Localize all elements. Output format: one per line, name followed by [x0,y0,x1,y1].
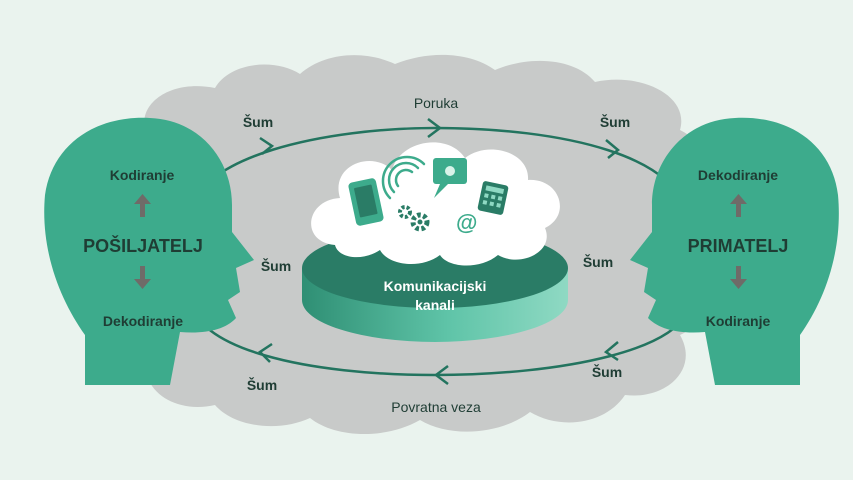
receiver-up-arrow-icon [730,194,747,217]
mobile-phone-icon [348,178,384,226]
noise-label-mid-left: Šum [261,257,291,274]
sender-decoding-label: Dekodiranje [103,313,183,329]
noise-label-mid-right: Šum [583,253,613,270]
noise-label-top-right: Šum [600,113,630,130]
noise-label-bottom-right: Šum [592,363,622,380]
noise-label-bottom-left: Šum [247,376,277,393]
receiver-label: PRIMATELJ [688,236,789,256]
sender-down-arrow-icon [134,266,151,289]
message-arrow-1 [259,136,275,155]
feedback-label: Povratna veza [391,399,481,415]
device-cloud [311,142,560,266]
wifi-icon [381,155,426,200]
sender-up-arrow-icon [134,194,151,217]
message-arrow-3 [605,139,620,159]
receiver-encoding-label: Kodiranje [706,313,771,329]
receiver-down-arrow-icon [730,266,747,289]
message-arrow-2 [427,118,443,138]
feedback-arrow-1 [603,341,619,362]
feedback-arrow-2 [433,365,449,385]
channels-label-line1: Komunikacijski [384,278,487,294]
noise-label-top-left: Šum [243,113,273,130]
feedback-arrow-3 [258,342,273,363]
sender-head [44,117,254,385]
receiver-head [630,117,839,385]
svg-text:@: @ [456,210,477,235]
receiver-decoding-label: Dekodiranje [698,167,778,183]
channels-label-line2: kanali [415,297,455,313]
at-sign-icon: @ [456,210,477,235]
sender-encoding-label: Kodiranje [110,167,175,183]
calculator-icon [477,181,509,215]
gears-icon [398,205,430,232]
message-arc [188,126,690,226]
message-label: Poruka [414,95,459,111]
sender-label: POŠILJATELJ [83,235,203,256]
chat-screen-icon [433,158,467,198]
